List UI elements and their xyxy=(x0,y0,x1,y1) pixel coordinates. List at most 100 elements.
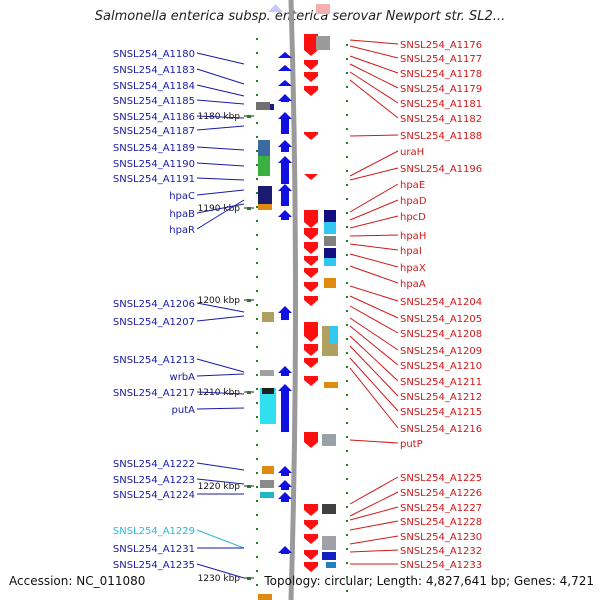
gene-label-left[interactable]: putA xyxy=(172,405,196,416)
gene-label-left[interactable]: SNSL254_A1206 xyxy=(113,299,195,310)
gene-label-right[interactable]: SNSL254_A1181 xyxy=(400,99,482,110)
accession-text: Accession: NC_011080 xyxy=(9,574,146,588)
gene-label-left[interactable]: SNSL254_A1235 xyxy=(113,560,195,571)
gene-label-right[interactable]: SNSL254_A1196 xyxy=(400,164,482,175)
label-connector xyxy=(349,234,399,237)
track-dot xyxy=(256,346,258,348)
gene-label-left[interactable]: SNSL254_A1190 xyxy=(113,159,195,170)
gene-label-left[interactable]: SNSL254_A1185 xyxy=(113,96,195,107)
label-connector xyxy=(349,295,399,319)
gene-label-right[interactable]: SNSL254_A1230 xyxy=(400,532,482,543)
gene-label-left[interactable]: SNSL254_A1217 xyxy=(113,388,195,399)
label-connector xyxy=(349,167,399,181)
gene-label-right[interactable]: SNSL254_A1209 xyxy=(400,346,482,357)
label-connector xyxy=(349,253,399,268)
gene-block xyxy=(324,278,336,288)
reverse-gene-arrow xyxy=(304,268,318,278)
label-connector xyxy=(196,373,245,377)
track-dot xyxy=(256,388,258,390)
gene-label-right[interactable]: SNSL254_A1216 xyxy=(400,424,482,435)
gene-label-left[interactable]: SNSL254_A1231 xyxy=(113,544,195,555)
label-connector xyxy=(349,535,399,545)
gene-label-right[interactable]: hpcD xyxy=(400,212,426,223)
scale-tick xyxy=(247,115,251,118)
gene-label-left[interactable]: SNSL254_A1186 xyxy=(113,112,195,123)
gene-label-right[interactable]: SNSL254_A1212 xyxy=(400,392,482,403)
track-dot xyxy=(346,296,348,298)
gene-label-left[interactable]: SNSL254_A1189 xyxy=(113,143,195,154)
track-dot xyxy=(256,430,258,432)
track-dot xyxy=(256,318,258,320)
gene-label-left[interactable]: SNSL254_A1187 xyxy=(113,126,195,137)
label-connector xyxy=(196,199,245,230)
gene-label-right[interactable]: SNSL254_A1226 xyxy=(400,488,482,499)
gene-label-right[interactable]: SNSL254_A1227 xyxy=(400,503,482,514)
gene-label-right[interactable]: SNSL254_A1232 xyxy=(400,546,482,557)
track-dot xyxy=(346,240,348,242)
gene-label-right[interactable]: uraH xyxy=(400,147,424,158)
gene-label-right[interactable]: SNSL254_A1228 xyxy=(400,517,482,528)
gene-block xyxy=(258,156,270,176)
gene-label-right[interactable]: SNSL254_A1176 xyxy=(400,40,482,51)
gene-label-right[interactable]: hpaI xyxy=(400,246,422,257)
gene-label-left[interactable]: hpaB xyxy=(169,209,195,220)
gene-label-right[interactable]: hpaX xyxy=(400,263,426,274)
gene-label-right[interactable]: SNSL254_A1215 xyxy=(400,407,482,418)
forward-gene-arrow xyxy=(278,492,292,502)
scale-tick xyxy=(247,299,251,302)
reverse-gene-arrow xyxy=(304,358,318,368)
gene-label-left[interactable]: hpaR xyxy=(169,225,195,236)
track-dot xyxy=(256,150,258,152)
label-connector xyxy=(349,439,399,444)
gene-label-right[interactable]: SNSL254_A1179 xyxy=(400,84,482,95)
label-connector xyxy=(349,345,399,397)
gene-label-right[interactable]: SNSL254_A1188 xyxy=(400,131,482,142)
reverse-gene-arrow xyxy=(304,174,318,180)
gene-label-left[interactable]: SNSL254_A1207 xyxy=(113,317,195,328)
label-connector xyxy=(196,529,245,549)
gene-label-left[interactable]: SNSL254_A1224 xyxy=(113,490,195,501)
gene-label-right[interactable]: SNSL254_A1225 xyxy=(400,473,482,484)
label-connector xyxy=(196,407,245,410)
gene-label-right[interactable]: SNSL254_A1233 xyxy=(400,560,482,571)
gene-label-right[interactable]: SNSL254_A1211 xyxy=(400,377,482,388)
forward-gene-arrow xyxy=(278,94,292,102)
gene-label-right[interactable]: hpaA xyxy=(400,279,426,290)
gene-label-left[interactable]: SNSL254_A1229 xyxy=(113,526,195,537)
gene-label-right[interactable]: SNSL254_A1204 xyxy=(400,297,482,308)
gene-label-left[interactable]: SNSL254_A1222 xyxy=(113,459,195,470)
track-dot xyxy=(346,86,348,88)
gene-label-right[interactable]: putP xyxy=(400,439,423,450)
gene-label-left[interactable]: SNSL254_A1184 xyxy=(113,81,195,92)
gene-label-left[interactable]: SNSL254_A1180 xyxy=(113,49,195,60)
gene-label-right[interactable]: SNSL254_A1208 xyxy=(400,329,482,340)
gene-label-right[interactable]: SNSL254_A1182 xyxy=(400,114,482,125)
reverse-gene-arrow xyxy=(304,504,318,516)
gene-label-left[interactable]: wrbA xyxy=(170,372,196,383)
gene-block xyxy=(262,466,274,474)
track-dot xyxy=(256,458,258,460)
gene-label-left[interactable]: SNSL254_A1213 xyxy=(113,355,195,366)
gene-label-left[interactable]: SNSL254_A1223 xyxy=(113,475,195,486)
track-dot xyxy=(346,366,348,368)
track-dot xyxy=(346,380,348,382)
gene-label-right[interactable]: hpaE xyxy=(400,180,425,191)
track-dot xyxy=(346,58,348,60)
genome-backbone xyxy=(288,0,298,600)
track-dot xyxy=(346,520,348,522)
gene-label-right[interactable]: SNSL254_A1205 xyxy=(400,314,482,325)
gene-label-left[interactable]: hpaC xyxy=(169,191,195,202)
track-dot xyxy=(346,450,348,452)
gene-label-right[interactable]: SNSL254_A1177 xyxy=(400,54,482,65)
gene-label-right[interactable]: hpaD xyxy=(400,196,427,207)
reverse-gene-arrow xyxy=(304,520,318,530)
track-dot xyxy=(346,590,348,592)
top-marker xyxy=(268,4,283,12)
gene-label-right[interactable]: SNSL254_A1210 xyxy=(400,361,482,372)
gene-label-left[interactable]: SNSL254_A1183 xyxy=(113,65,195,76)
gene-label-left[interactable]: SNSL254_A1191 xyxy=(113,174,195,185)
gene-label-right[interactable]: hpaH xyxy=(400,231,426,242)
reverse-gene-arrow xyxy=(304,282,318,292)
gene-label-right[interactable]: SNSL254_A1178 xyxy=(400,69,482,80)
